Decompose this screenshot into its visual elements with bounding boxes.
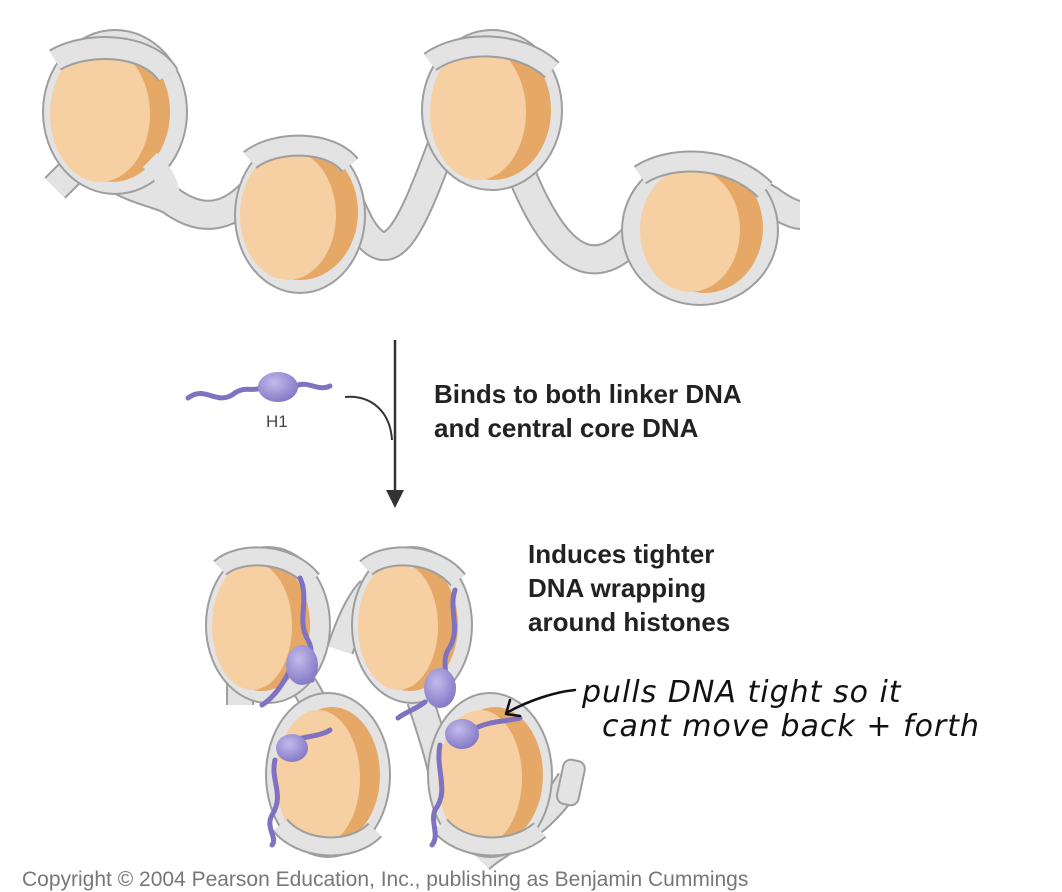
handwritten-note-line: cant move back + forth: [602, 709, 981, 744]
h1-bound-protein: [429, 715, 523, 848]
h1-bound-protein: [267, 727, 333, 848]
top-chromatin-fiber: [42, 29, 802, 306]
h1-histone-protein: [185, 372, 333, 402]
reaction-arrow: [344, 340, 404, 508]
induces-caption-line: Induces tighter: [528, 539, 715, 569]
h1-bound-protein: [395, 587, 458, 721]
handwritten-note: pulls DNA tight so it cant move back + f…: [582, 676, 980, 744]
nucleosome: [265, 692, 391, 858]
nucleosome: [421, 29, 563, 191]
nucleosome: [427, 692, 553, 858]
handwritten-note-line: pulls DNA tight so it: [582, 675, 902, 710]
induces-caption: Induces tighter DNA wrapping around hist…: [528, 537, 730, 639]
copyright-text: Copyright © 2004 Pearson Education, Inc.…: [22, 868, 749, 891]
nucleosome: [42, 29, 188, 201]
binds-caption-line: and central core DNA: [434, 413, 699, 443]
nucleosome: [205, 546, 331, 704]
induces-caption-line: around histones: [528, 607, 731, 637]
induces-caption-line: DNA wrapping: [528, 573, 707, 603]
binds-caption-line: Binds to both linker DNA: [434, 379, 742, 409]
nucleosome: [234, 134, 366, 294]
bottom-chromatin-fiber: [205, 546, 586, 871]
binds-caption: Binds to both linker DNA and central cor…: [434, 377, 742, 445]
h1-label: H1: [266, 412, 288, 431]
h1-bound-protein: [259, 575, 318, 708]
nucleosome: [351, 546, 473, 704]
nucleosome: [621, 150, 779, 306]
annotation-arrow: [504, 688, 577, 718]
